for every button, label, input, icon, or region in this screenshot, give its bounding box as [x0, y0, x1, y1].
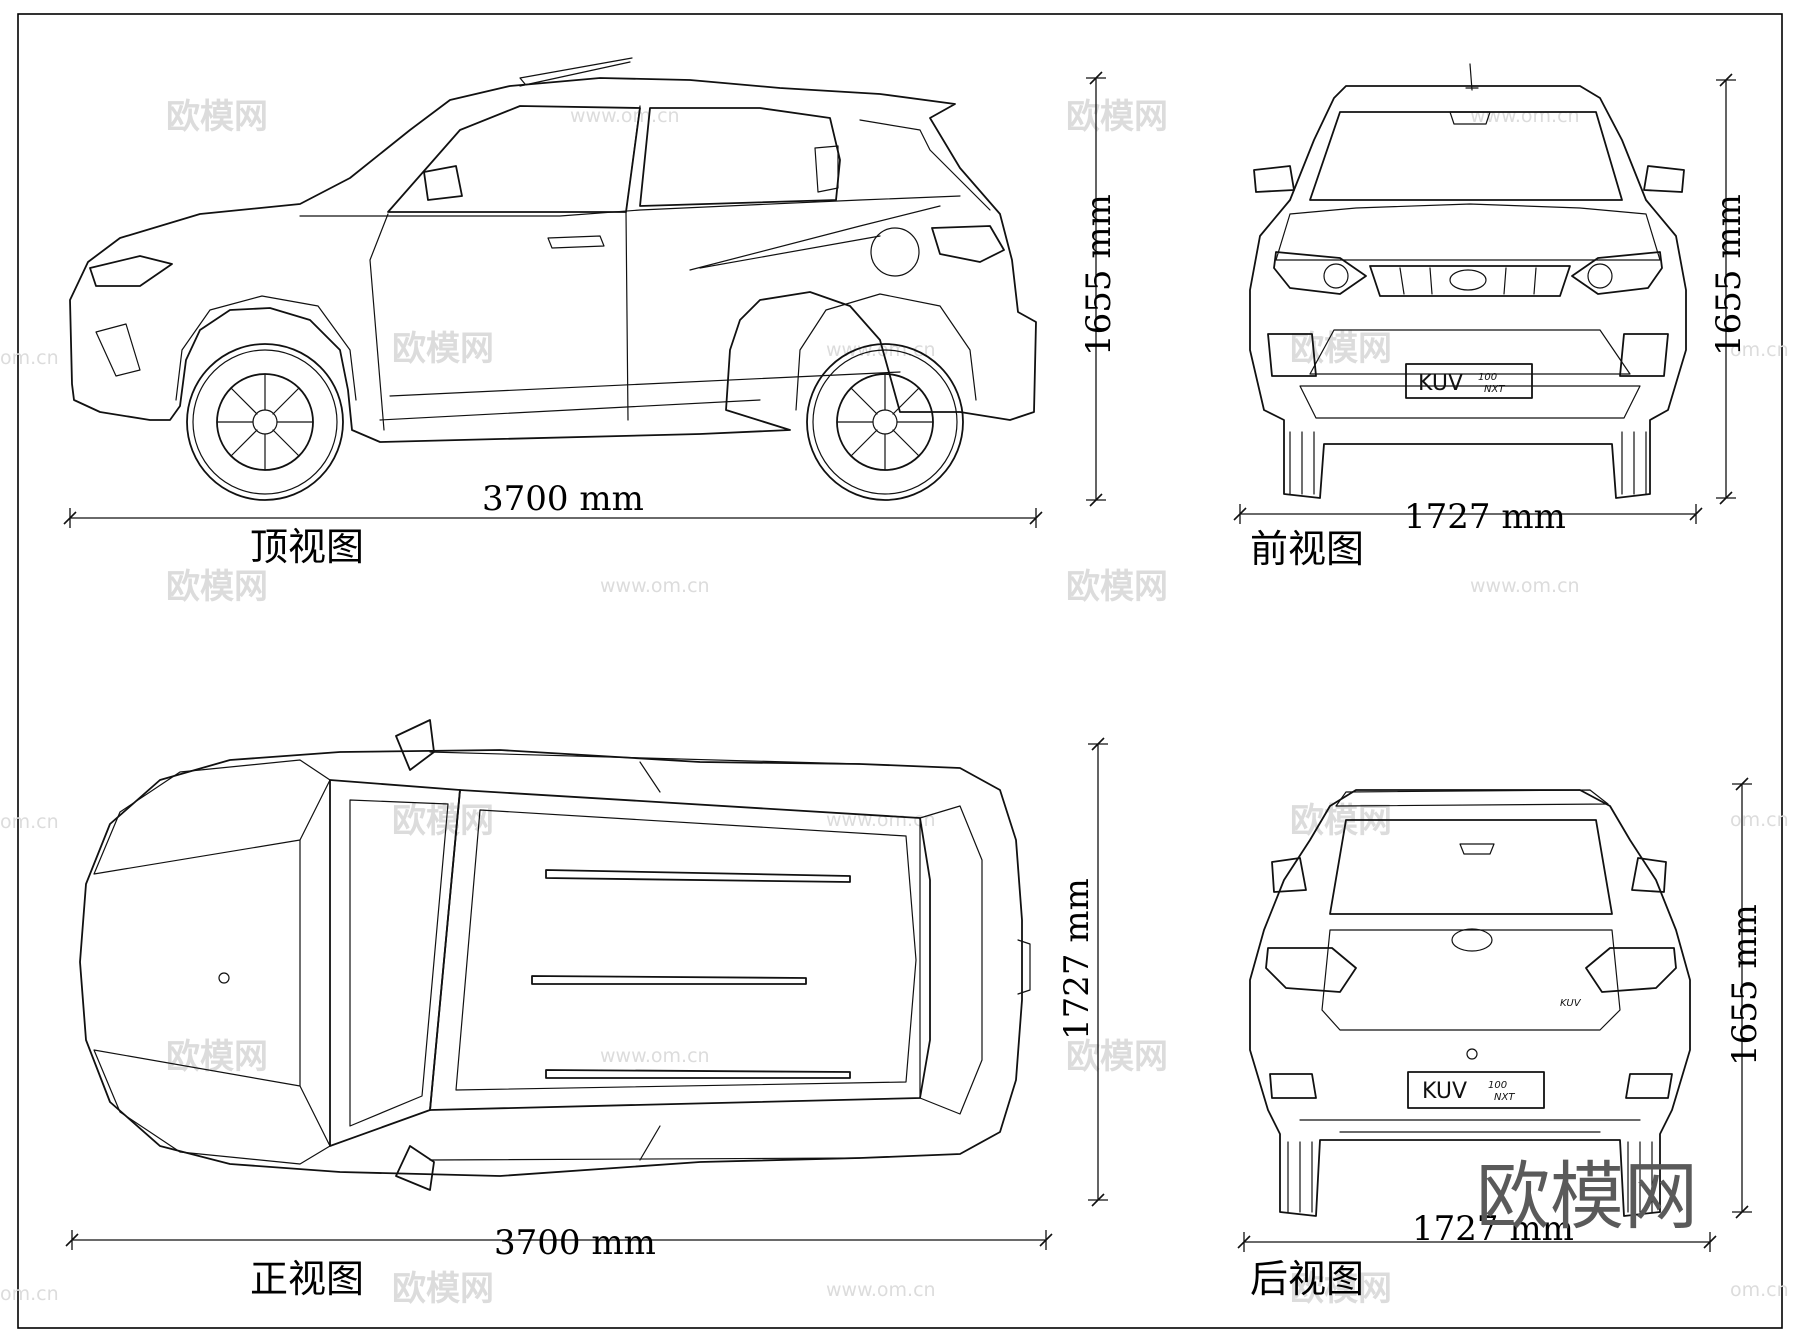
watermark-url: om.cn	[1730, 339, 1789, 361]
front-width-label: 1727 mm	[1404, 497, 1566, 537]
watermark-url: om.cn	[1730, 1279, 1789, 1301]
front-height-dimension: 1655 mm	[1709, 73, 1749, 505]
watermark-logo: 欧模网	[1290, 329, 1392, 369]
top-width-dimension: 1727 mm	[1057, 737, 1108, 1207]
watermark-logo: 欧模网	[166, 97, 268, 137]
rear-view-caption: 后视图	[1250, 1257, 1364, 1301]
watermark-layer: 欧模网 www.om.cn 欧模网 www.om.cn om.cn 欧模网 ww…	[0, 97, 1789, 1309]
watermark-url: www.om.cn	[826, 809, 936, 831]
front-plate-text: KUV	[1418, 371, 1463, 396]
rear-plate-text: KUV	[1422, 1079, 1467, 1104]
rear-plate-badge-top: 100	[1488, 1080, 1507, 1091]
rear-width-label: 1727 mm	[1412, 1209, 1574, 1249]
watermark-logo: 欧模网	[1290, 1269, 1392, 1309]
watermark-url: om.cn	[1730, 809, 1789, 831]
rear-view-drawing: KUV KUV 100 NXT	[1249, 789, 1691, 1217]
watermark-logo: 欧模网	[166, 567, 268, 607]
side-view-drawing	[69, 57, 1037, 501]
front-view-caption: 前视图	[1250, 527, 1364, 571]
front-width-dimension: 1727 mm	[1233, 497, 1703, 537]
rear-height-label: 1655 mm	[1725, 904, 1765, 1066]
watermark-url: www.om.cn	[1470, 105, 1580, 127]
side-height-label: 1655 mm	[1079, 194, 1119, 356]
top-length-dimension: 3700 mm	[65, 1223, 1053, 1263]
rear-height-dimension: 1655 mm	[1725, 777, 1765, 1219]
watermark-logo: 欧模网	[1066, 97, 1168, 137]
watermark-logo: 欧模网	[1290, 801, 1392, 841]
side-view-caption: 顶视图	[250, 525, 364, 569]
watermark-url: www.om.cn	[826, 1279, 936, 1301]
top-view-caption: 正视图	[250, 1257, 364, 1301]
watermark-url: www.om.cn	[600, 575, 710, 597]
watermark-url: www.om.cn	[600, 1045, 710, 1067]
top-view-drawing	[79, 719, 1031, 1191]
watermark-logo: 欧模网	[1066, 1037, 1168, 1077]
rear-plate-badge-bottom: NXT	[1494, 1092, 1515, 1103]
watermark-logo: 欧模网	[166, 1037, 268, 1077]
side-length-dimension: 3700 mm	[63, 479, 1043, 528]
watermark-logo: 欧模网	[392, 1269, 494, 1309]
front-height-label: 1655 mm	[1709, 194, 1749, 356]
front-plate-badge-top: 100	[1478, 372, 1497, 383]
watermark-url: om.cn	[0, 1283, 59, 1305]
watermark-logo: 欧模网	[1066, 567, 1168, 607]
watermark-url: www.om.cn	[570, 105, 680, 127]
watermark-logo-large: 欧模网	[1476, 1154, 1698, 1240]
watermark-url: www.om.cn	[1470, 575, 1580, 597]
top-width-label: 1727 mm	[1057, 878, 1097, 1040]
side-height-dimension: 1655 mm	[1079, 71, 1119, 507]
front-plate-badge-bottom: NXT	[1484, 384, 1505, 395]
drawing-frame	[17, 13, 1783, 1329]
top-length-label: 3700 mm	[494, 1223, 656, 1263]
watermark-logo: 欧模网	[392, 801, 494, 841]
rear-width-dimension: 1727 mm	[1237, 1209, 1717, 1252]
watermark-logo: 欧模网	[392, 329, 494, 369]
rear-badge-text: KUV	[1560, 998, 1582, 1009]
watermark-url: om.cn	[0, 347, 59, 369]
front-view-drawing: KUV 100 NXT	[1249, 63, 1687, 499]
watermark-url: om.cn	[0, 811, 59, 833]
side-length-label: 3700 mm	[482, 479, 644, 519]
